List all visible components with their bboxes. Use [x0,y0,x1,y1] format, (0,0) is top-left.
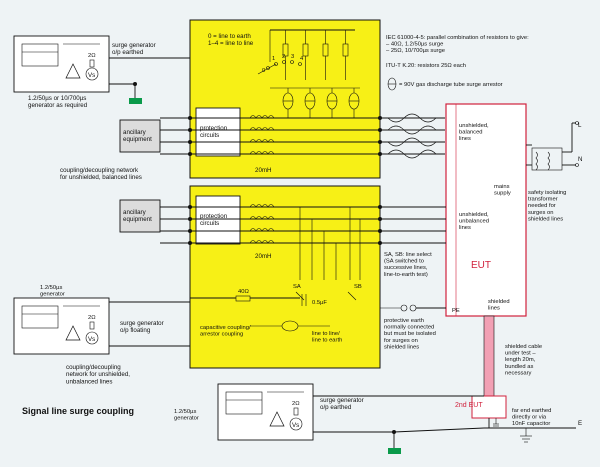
resistor-40-ohm [235,295,251,302]
cap-arrestor-label: capacitive coupling/arrestor coupling [200,325,251,338]
itu-note: ITU-T K.20: resistors 25Ω each [386,63,466,69]
svg-text:4: 4 [300,56,304,62]
line-to-line-label: line to line/line to earth [312,331,342,344]
shielded-surge-generator: Vs 2Ω [217,383,314,441]
warning-triangle-icon [65,325,81,341]
eut-box [445,103,527,317]
top-twisted-pairs [387,113,437,159]
gas-note: = 90V gas discharge tube surge arrestor [399,82,503,88]
bottom-ancillary-equipment [119,199,161,233]
voltage-source-icon [85,331,99,345]
top-protection-circuits [195,107,241,157]
svg-text:0: 0 [262,68,265,74]
line-select-taps [299,207,361,280]
top-surge-generator: Vs 2Ω [13,35,110,93]
svg-text:2: 2 [282,54,285,60]
top-selector-switch: 0 1 2 3 4 [257,54,304,75]
sb-label: SB [354,284,362,290]
svg-text:Vs: Vs [292,422,299,429]
warning-triangle-icon [65,63,81,79]
svg-text:3: 3 [291,54,294,60]
diagram-caption: Signal line surge coupling [22,406,134,416]
resistor-bank [269,29,355,80]
shielded-cable [483,315,495,397]
svg-text:Vs: Vs [88,72,95,79]
protective-earth-switch [400,304,408,312]
iec-note: IEC 61000-4-5: parallel combination of r… [386,35,529,54]
sa-label: SA [293,284,301,290]
capacitor-label: 0.5µF [312,300,327,306]
shielded-ground-symbol [388,448,401,454]
eut-pe: PE [452,308,460,314]
gas-discharge-tubes [270,87,360,118]
mains-N: N [578,156,582,163]
top-inductor-label: 20mH [255,167,272,174]
mains-E: E [578,420,582,427]
mains-L: L [578,122,582,129]
second-eut-label: 2nd EUT [455,402,483,409]
voltage-source-icon [85,67,99,81]
bottom-inductor-label: 20mH [255,253,272,260]
warning-triangle-icon [269,411,285,427]
bottom-surge-generator: Vs 2Ω [13,297,110,355]
isolating-transformer [531,147,563,171]
eut-label: EUT [471,260,491,271]
svg-text:2Ω: 2Ω [292,401,300,407]
bottom-protection-circuits [195,195,241,245]
top-ground-symbol [129,98,142,104]
svg-text:1: 1 [272,56,275,62]
resistor-label: 40Ω [238,289,249,295]
svg-text:2Ω: 2Ω [88,53,96,59]
svg-text:Vs: Vs [88,336,95,343]
voltage-source-icon [289,417,303,431]
top-ancillary-equipment [119,119,161,153]
svg-text:2Ω: 2Ω [88,315,96,321]
